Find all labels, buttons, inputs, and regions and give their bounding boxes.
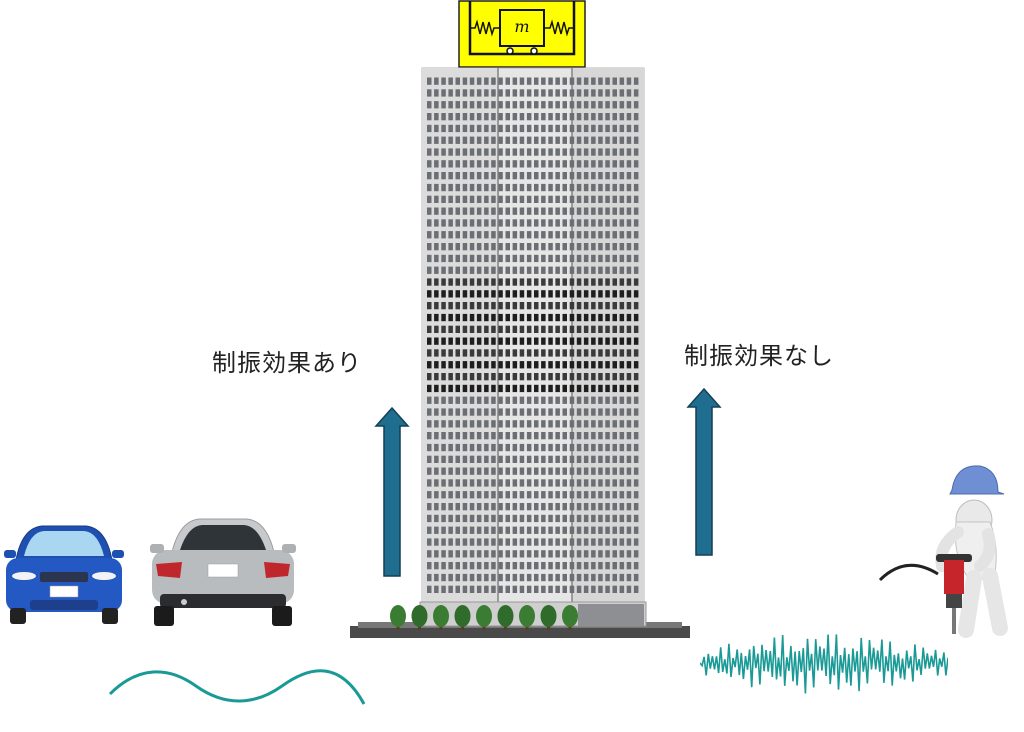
label-without-damping-effect: 制振効果なし bbox=[684, 342, 834, 370]
label-with-damping-effect: 制振効果あり bbox=[212, 349, 362, 377]
tuned-mass-damper: m bbox=[458, 0, 586, 68]
construction-worker-jackhammer-icon bbox=[876, 462, 1024, 640]
up-arrow-left bbox=[374, 406, 410, 578]
mass-label: m bbox=[514, 17, 529, 36]
high-rise-building-icon bbox=[350, 66, 690, 642]
up-arrow-right bbox=[686, 387, 722, 557]
silver-car-icon bbox=[150, 516, 296, 628]
smooth-wave bbox=[108, 664, 366, 708]
vibration-wave bbox=[700, 628, 948, 698]
blue-car-icon bbox=[2, 520, 126, 626]
